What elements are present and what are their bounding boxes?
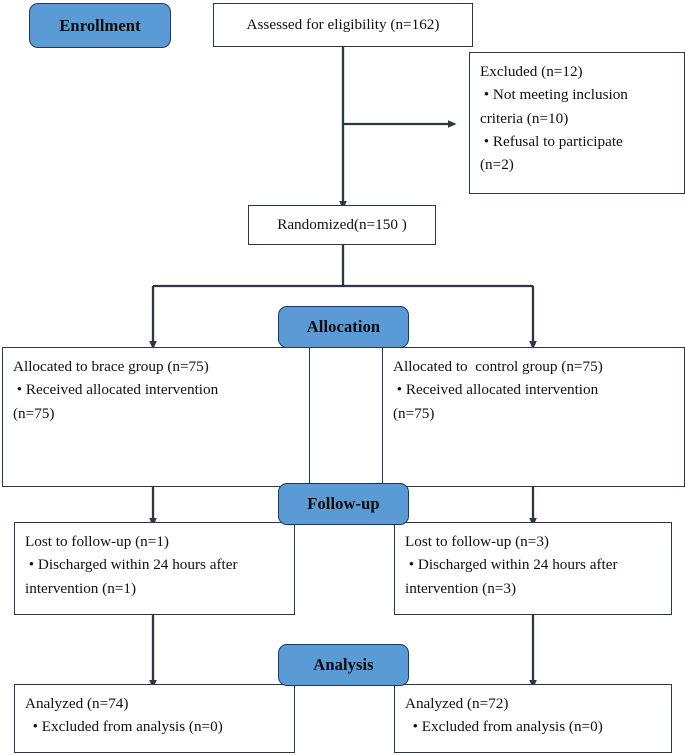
node-analyzed-brace-text: Analyzed (n=74) • Excluded from analysis… bbox=[25, 695, 223, 736]
node-lost-brace-text: Lost to follow-up (n=1) • Discharged wit… bbox=[25, 533, 238, 597]
node-allocated-control-group: Allocated to control group (n=75) • Rece… bbox=[382, 347, 685, 487]
node-lost-to-followup-brace: Lost to follow-up (n=1) • Discharged wit… bbox=[14, 522, 295, 615]
node-allocated-brace-group: Allocated to brace group (n=75) • Receiv… bbox=[2, 347, 310, 487]
stage-label-followup: Follow-up bbox=[307, 494, 380, 513]
node-allocated-control-text: Allocated to control group (n=75) • Rece… bbox=[393, 358, 603, 422]
stage-label-allocation: Allocation bbox=[306, 317, 381, 336]
node-assessed-for-eligibility: Assessed for eligibility (n=162) bbox=[213, 3, 473, 47]
node-excluded: Excluded (n=12) • Not meeting inclusion … bbox=[469, 52, 685, 194]
node-randomized: Randomized(n=150 ) bbox=[248, 205, 436, 245]
node-analyzed-brace: Analyzed (n=74) • Excluded from analysis… bbox=[14, 684, 295, 753]
stage-label-enrollment: Enrollment bbox=[59, 15, 141, 35]
stage-pill-allocation: Allocation bbox=[278, 306, 409, 348]
stage-label-analysis: Analysis bbox=[313, 655, 374, 674]
node-randomized-text: Randomized(n=150 ) bbox=[277, 216, 407, 234]
stage-pill-followup: Follow-up bbox=[278, 483, 409, 525]
node-analyzed-control: Analyzed (n=72) • Excluded from analysis… bbox=[394, 684, 672, 753]
node-lost-control-text: Lost to follow-up (n=3) • Discharged wit… bbox=[405, 533, 618, 597]
node-excluded-text: Excluded (n=12) • Not meeting inclusion … bbox=[480, 63, 628, 173]
node-assessed-text: Assessed for eligibility (n=162) bbox=[246, 16, 440, 34]
stage-pill-analysis: Analysis bbox=[278, 644, 409, 686]
node-allocated-brace-text: Allocated to brace group (n=75) • Receiv… bbox=[13, 358, 219, 422]
stage-pill-enrollment: Enrollment bbox=[29, 3, 171, 48]
node-analyzed-control-text: Analyzed (n=72) • Excluded from analysis… bbox=[405, 695, 603, 736]
node-lost-to-followup-control: Lost to follow-up (n=3) • Discharged wit… bbox=[394, 522, 672, 615]
